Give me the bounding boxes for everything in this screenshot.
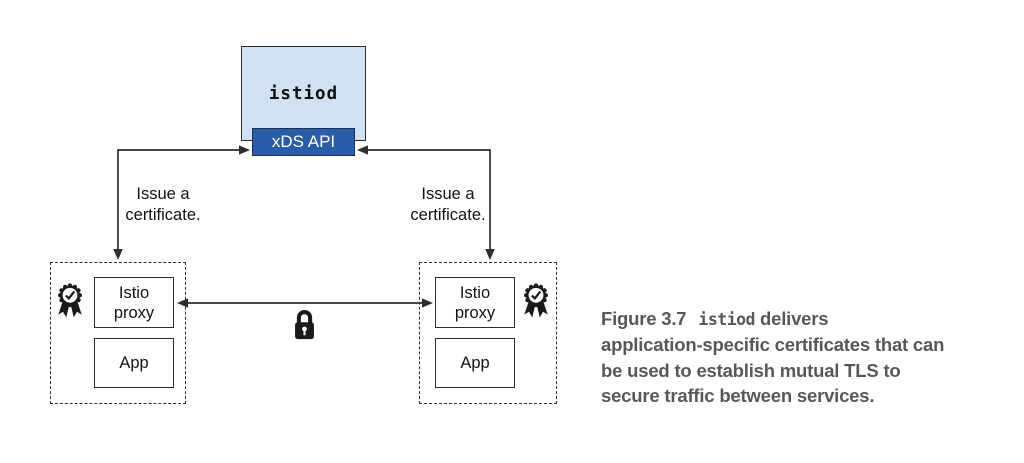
caption-line1-rest: delivers (760, 308, 829, 329)
caption-code-term: istiod (698, 310, 755, 329)
xds-api-label: xDS API (271, 132, 336, 151)
istiod-label: istiod (268, 83, 339, 104)
caption-line-1: Figure 3.7 istiod delivers (601, 306, 1001, 332)
app-box-left: App (94, 338, 174, 388)
workload-boundary-right (419, 262, 557, 404)
issue-certificate-line1: Issue a (421, 185, 475, 203)
issue-certificate-label-left: Issue a certificate. (103, 184, 223, 226)
issue-certificate-line2: certificate. (125, 206, 201, 224)
figure-caption: Figure 3.7 istiod delivers application-spe… (601, 306, 1001, 409)
caption-line-3: be used to establish mutual TLS to (601, 359, 901, 381)
certificate-badge-icon (58, 283, 82, 318)
app-label: App (119, 354, 149, 372)
istio-proxy-label: Istio proxy (454, 283, 496, 322)
certificate-badge-icon (524, 283, 548, 318)
app-label: App (460, 354, 490, 372)
mtls-double-arrow (177, 298, 433, 308)
app-box-right: App (435, 338, 515, 388)
caption-line-4: secure traffic between services. (601, 385, 875, 407)
issue-certificate-line1: Issue a (136, 185, 190, 203)
istio-proxy-box-left: Istio proxy (94, 277, 174, 328)
workload-boundary-left (50, 262, 186, 404)
xds-api-box: xDS API (252, 128, 355, 156)
lock-icon (295, 310, 314, 340)
istiod-box: istiod (241, 46, 366, 141)
issue-certificate-label-right: Issue a certificate. (388, 184, 508, 226)
figure-number-label: Figure 3.7 (601, 308, 687, 329)
issue-certificate-line2: certificate. (410, 206, 486, 224)
istio-proxy-box-right: Istio proxy (435, 277, 515, 328)
istio-proxy-label: Istio proxy (113, 283, 155, 322)
caption-line-2: application-specific certificates that c… (601, 334, 945, 356)
